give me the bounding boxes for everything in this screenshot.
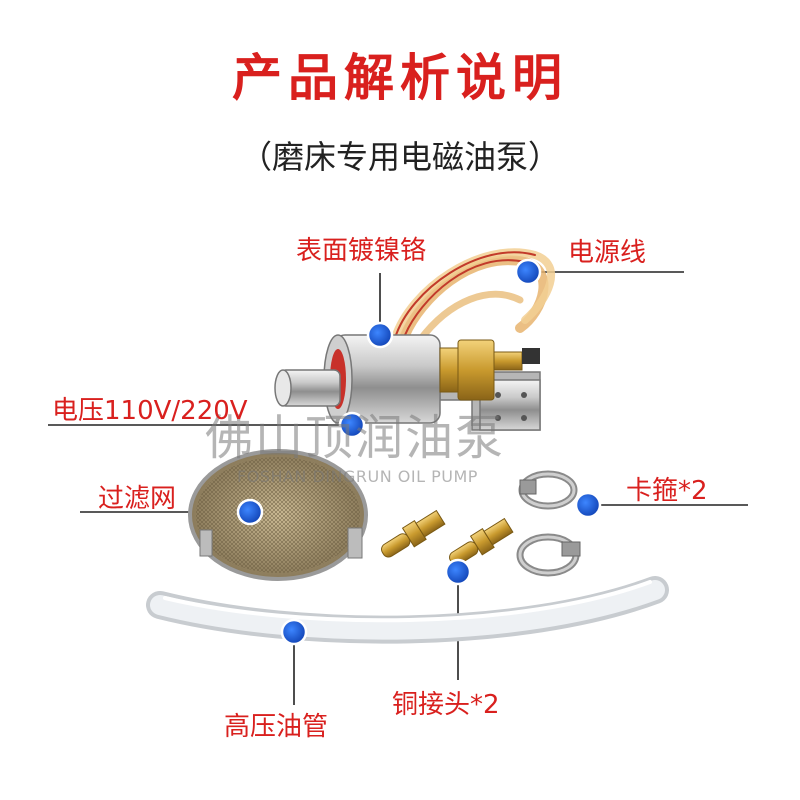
page-subtitle: （磨床专用电磁油泵） — [239, 138, 560, 176]
label-copper-fitting: 铜接头*2 — [392, 690, 500, 720]
watermark-chinese: 佛山顶润油泵 — [205, 410, 506, 466]
copper-fittings — [381, 509, 514, 566]
filter-screen — [188, 449, 368, 581]
label-voltage: 电压110V/220V — [52, 396, 248, 426]
label-hose: 高压油管 — [224, 712, 329, 742]
marker-dots — [236, 258, 602, 646]
label-clamp: 卡箍*2 — [626, 476, 708, 506]
watermark-english: FOSHAN DINGRUN OIL PUMP — [237, 467, 478, 486]
pump-body — [274, 334, 540, 424]
page-title: 产品解析说明 — [232, 49, 568, 107]
label-plating: 表面镀镍铬 — [296, 236, 427, 266]
hose-clamps — [516, 470, 581, 577]
label-filter: 过滤网 — [98, 484, 177, 514]
high-pressure-hose — [146, 576, 669, 644]
label-power-cord: 电源线 — [568, 238, 647, 268]
